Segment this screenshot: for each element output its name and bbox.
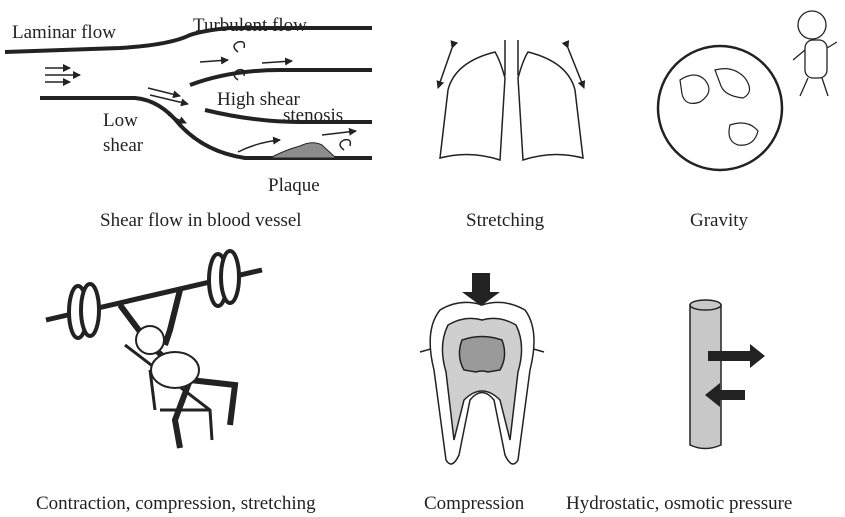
branch-upper-wall: [190, 70, 372, 85]
lungs-illustration: [438, 40, 584, 160]
caption-shear-flow: Shear flow in blood vessel: [100, 210, 302, 232]
plaque-shape: [270, 143, 336, 158]
caption-gravity: Gravity: [690, 210, 748, 232]
label-laminar-flow: Laminar flow: [12, 22, 116, 44]
tooth-illustration: [420, 302, 544, 464]
bench-press-illustration: [46, 251, 262, 448]
caption-stretching: Stretching: [466, 210, 544, 232]
label-stenosis: stenosis: [283, 105, 343, 127]
cylinder-illustration: [690, 300, 721, 449]
caption-compression: Compression: [424, 493, 524, 515]
label-turbulent-flow: Turbulent flow: [193, 15, 307, 37]
caption-exercise: Contraction, compression, stretching: [36, 493, 316, 515]
astronaut-illustration: [793, 11, 837, 96]
caption-hydrostatic: Hydrostatic, osmotic pressure: [566, 493, 792, 515]
compression-arrow-icon: [462, 273, 500, 306]
shear-flow-diagram: [5, 28, 372, 158]
label-shear: shear: [103, 135, 143, 157]
earth-illustration: [658, 46, 782, 170]
label-plaque: Plaque: [268, 175, 320, 197]
label-low: Low: [103, 110, 138, 132]
